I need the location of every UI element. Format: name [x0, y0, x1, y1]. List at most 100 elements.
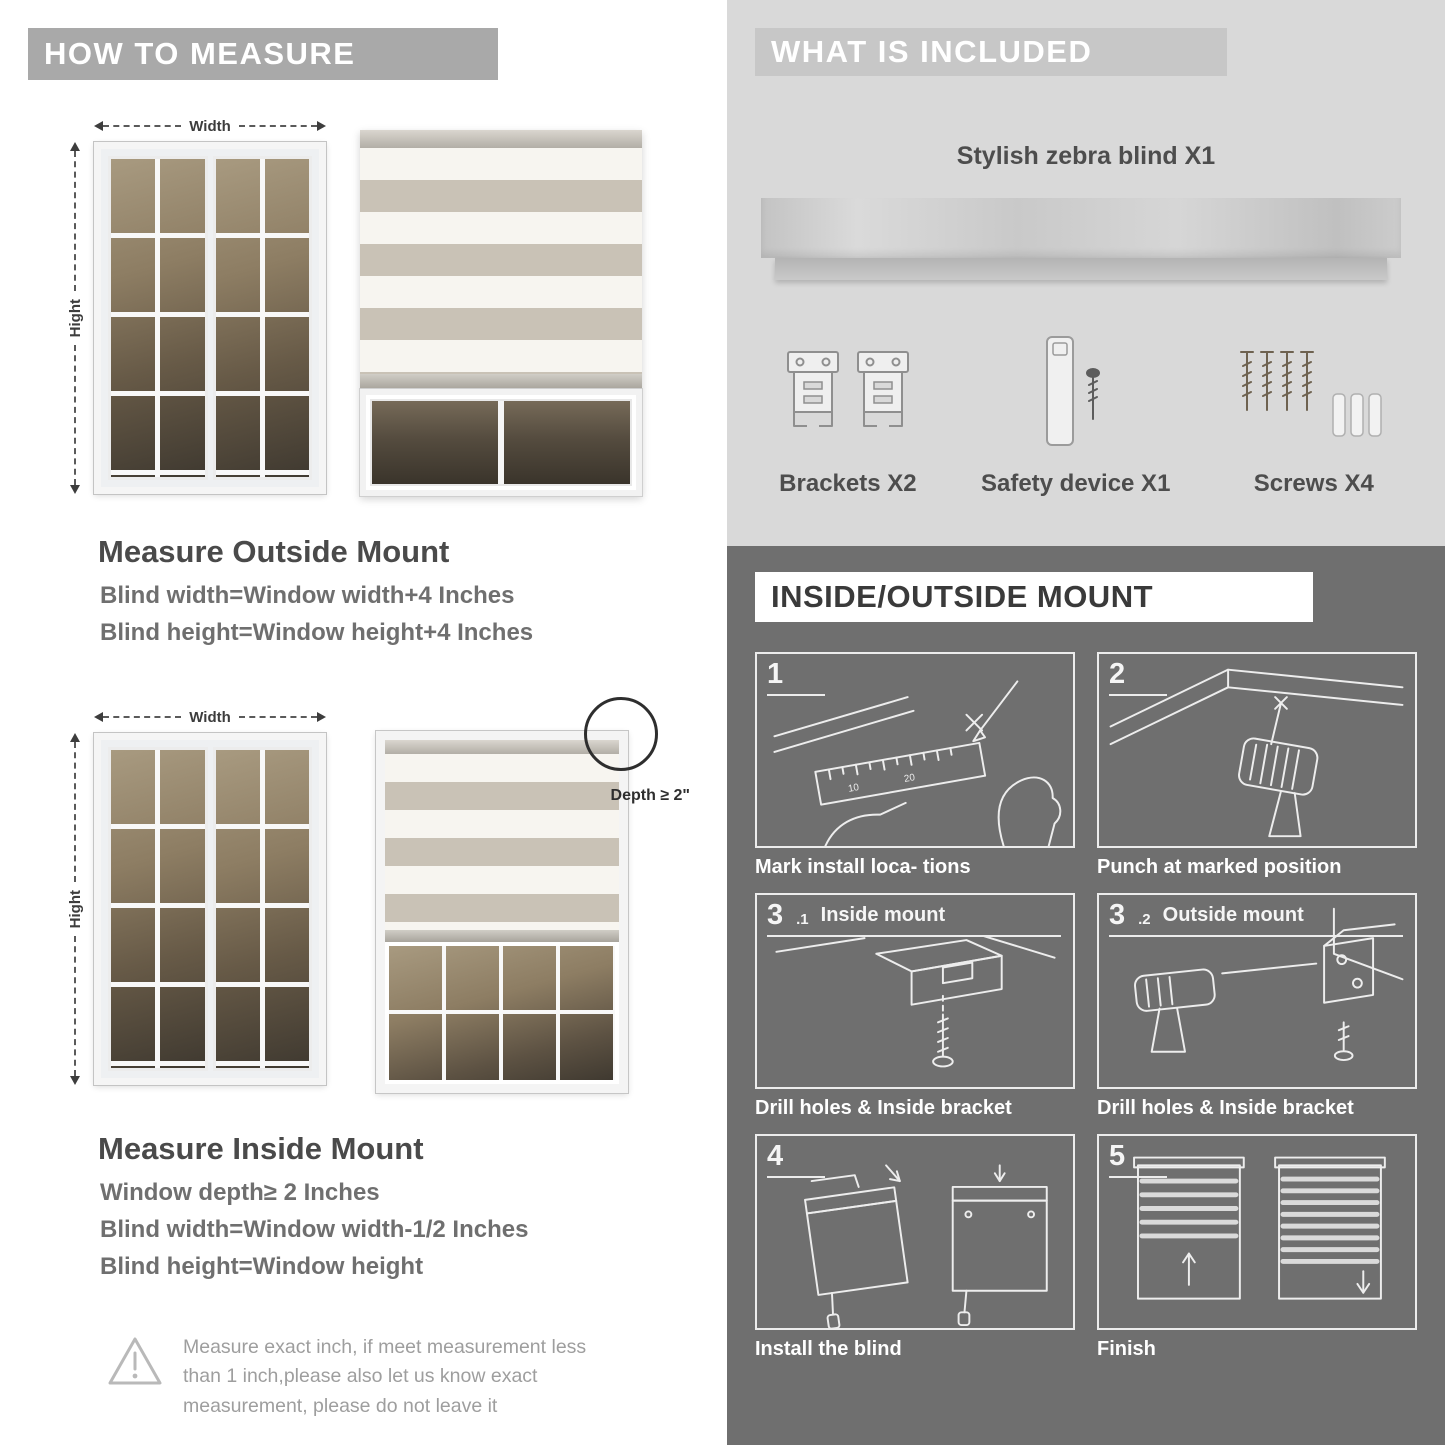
mount-step-5: 5 [1097, 1134, 1417, 1361]
step-caption: Drill holes & Inside bracket [1097, 1097, 1354, 1119]
included-item-brackets: Brackets X2 [779, 328, 917, 498]
step-number: 3 [767, 899, 784, 931]
bracket-icon [856, 351, 909, 427]
section-title-inside-outside-mount: INSIDE/OUTSIDE MOUNT [755, 572, 1313, 622]
step-panel-5: 5 [1097, 1134, 1417, 1330]
step-number: 4 [767, 1140, 784, 1172]
height-label: Hight [66, 889, 84, 929]
drill-illustration [1109, 668, 1404, 838]
blind-headrail [385, 740, 619, 754]
window-casement [108, 156, 208, 480]
arrow-down-icon [70, 1076, 80, 1086]
safety-device-label: Safety device X1 [980, 470, 1171, 497]
step-caption: Finish [1097, 1338, 1156, 1360]
step-number: 5 [1109, 1140, 1126, 1172]
window-casement [108, 747, 208, 1071]
step-title: Inside mount [820, 904, 946, 926]
warning-triangle-icon [108, 1337, 162, 1385]
section-title-what-is-included: WHAT IS INCLUDED [755, 28, 1227, 76]
step-caption: Install the blind [755, 1338, 902, 1360]
brackets-label: Brackets X2 [779, 470, 917, 497]
depth-callout-circle [584, 697, 658, 771]
inside-mount-title: Measure Inside Mount [98, 1131, 424, 1166]
outside-bracket-illustration [1134, 907, 1404, 1062]
step-title: Outside mount [1162, 904, 1304, 926]
mount-step-2: 2 [1097, 652, 1417, 879]
inside-height-formula: Blind height=Window height [100, 1253, 424, 1280]
mount-step-3-1: 3 .1 Inside mount [755, 893, 1075, 1120]
finished-blind-illustration [1133, 1156, 1386, 1300]
outside-width-formula: Blind width=Window width+4 Inches [100, 582, 515, 609]
blind-stripes [385, 754, 619, 930]
arrow-right-icon [317, 121, 327, 131]
window-below-blind [359, 388, 643, 497]
install-blind-illustration [804, 1164, 1048, 1328]
mount-step-3-2: 3 .2 Outside mount [1097, 893, 1417, 1120]
step-number: 2 [1109, 658, 1126, 690]
mount-steps-grid: 1 [755, 652, 1417, 1361]
mount-step-4: 4 [755, 1134, 1075, 1361]
step-number: 3 [1109, 899, 1126, 931]
what-is-included-section: WHAT IS INCLUDED Stylish zebra blind X1 [727, 0, 1445, 546]
inside-mount-illustration-row: Width Hight [62, 697, 710, 1094]
height-label: Hight [66, 298, 84, 338]
depth-callout-label: Depth ≥ 2" [610, 787, 690, 804]
step-caption: Drill holes & Inside bracket [755, 1097, 1012, 1119]
included-item-safety-device: Safety device X1 [981, 328, 1170, 498]
arrow-down-icon [70, 485, 80, 495]
height-arrow: Hight [62, 733, 88, 1086]
width-arrow: Width [94, 705, 327, 729]
mount-step-1: 1 [755, 652, 1075, 879]
outside-mount-title: Measure Outside Mount [98, 534, 450, 569]
zebra-blind-outside-illustration [359, 130, 643, 497]
svg-text:10: 10 [847, 782, 860, 795]
how-to-measure-section: HOW TO MEASURE Width Hight [0, 0, 710, 1445]
window-measure-diagram: Width Hight [62, 114, 327, 495]
step-panel-1: 1 [755, 652, 1075, 848]
window-measure-diagram: Width Hight [62, 705, 327, 1086]
bracket-icon [786, 351, 839, 427]
included-item-screws: Screws X4 [1235, 328, 1393, 498]
safety-device-icon [1045, 336, 1100, 446]
blind-bottom-rail [360, 374, 642, 389]
width-label: Width [189, 708, 231, 726]
inside-width-formula: Blind width=Window width-1/2 Inches [100, 1216, 529, 1243]
arrow-up-icon [70, 733, 80, 742]
step-panel-3-1: 3 .1 Inside mount [755, 893, 1075, 1089]
step-number-sub: .2 [1138, 911, 1151, 928]
zebra-blind-quantity-label: Stylish zebra blind X1 [956, 142, 1216, 170]
warning-text: Measure exact inch, if meet measurement … [183, 1336, 587, 1417]
blind-stripes [360, 148, 642, 374]
included-items-row: Brackets X2 [747, 328, 1425, 498]
step-caption: Mark install loca- tions [755, 856, 971, 878]
arrow-right-icon [317, 712, 327, 722]
window-panes-below-blind [389, 946, 615, 1080]
zebra-blind-inside-illustration: Depth ≥ 2" [375, 697, 690, 1094]
right-column: WHAT IS INCLUDED Stylish zebra blind X1 [727, 0, 1445, 1445]
mark-location-illustration: 10 20 [773, 680, 1062, 846]
inside-outside-mount-section: INSIDE/OUTSIDE MOUNT 1 [727, 546, 1445, 1445]
blind-headrail-illustration [761, 198, 1401, 258]
step-number: 1 [767, 658, 784, 690]
arrow-left-icon [94, 121, 103, 131]
inside-depth-rule: Window depth≥ 2 Inches [100, 1179, 380, 1206]
screws-label: Screws X4 [1253, 470, 1374, 497]
step-number-sub: .1 [796, 911, 809, 928]
arrow-left-icon [94, 712, 103, 722]
width-label: Width [189, 117, 231, 135]
step-panel-3-2: 3 .2 Outside mount [1097, 893, 1417, 1089]
window-casement [212, 156, 312, 480]
arrow-up-icon [70, 142, 80, 151]
height-arrow: Hight [62, 142, 88, 495]
inside-bracket-illustration [775, 935, 1056, 1068]
window-casement [212, 747, 312, 1071]
outside-height-formula: Blind height=Window height+4 Inches [100, 619, 534, 646]
step-caption: Punch at marked position [1097, 856, 1342, 878]
screws-icon [1239, 351, 1382, 437]
blind-headrail [360, 130, 642, 148]
section-title-how-to-measure: HOW TO MEASURE [28, 28, 498, 80]
svg-text:20: 20 [903, 772, 916, 785]
blind-bottom-rail [385, 930, 619, 942]
window-illustration [93, 732, 327, 1086]
outside-mount-illustration-row: Width Hight [62, 114, 710, 497]
